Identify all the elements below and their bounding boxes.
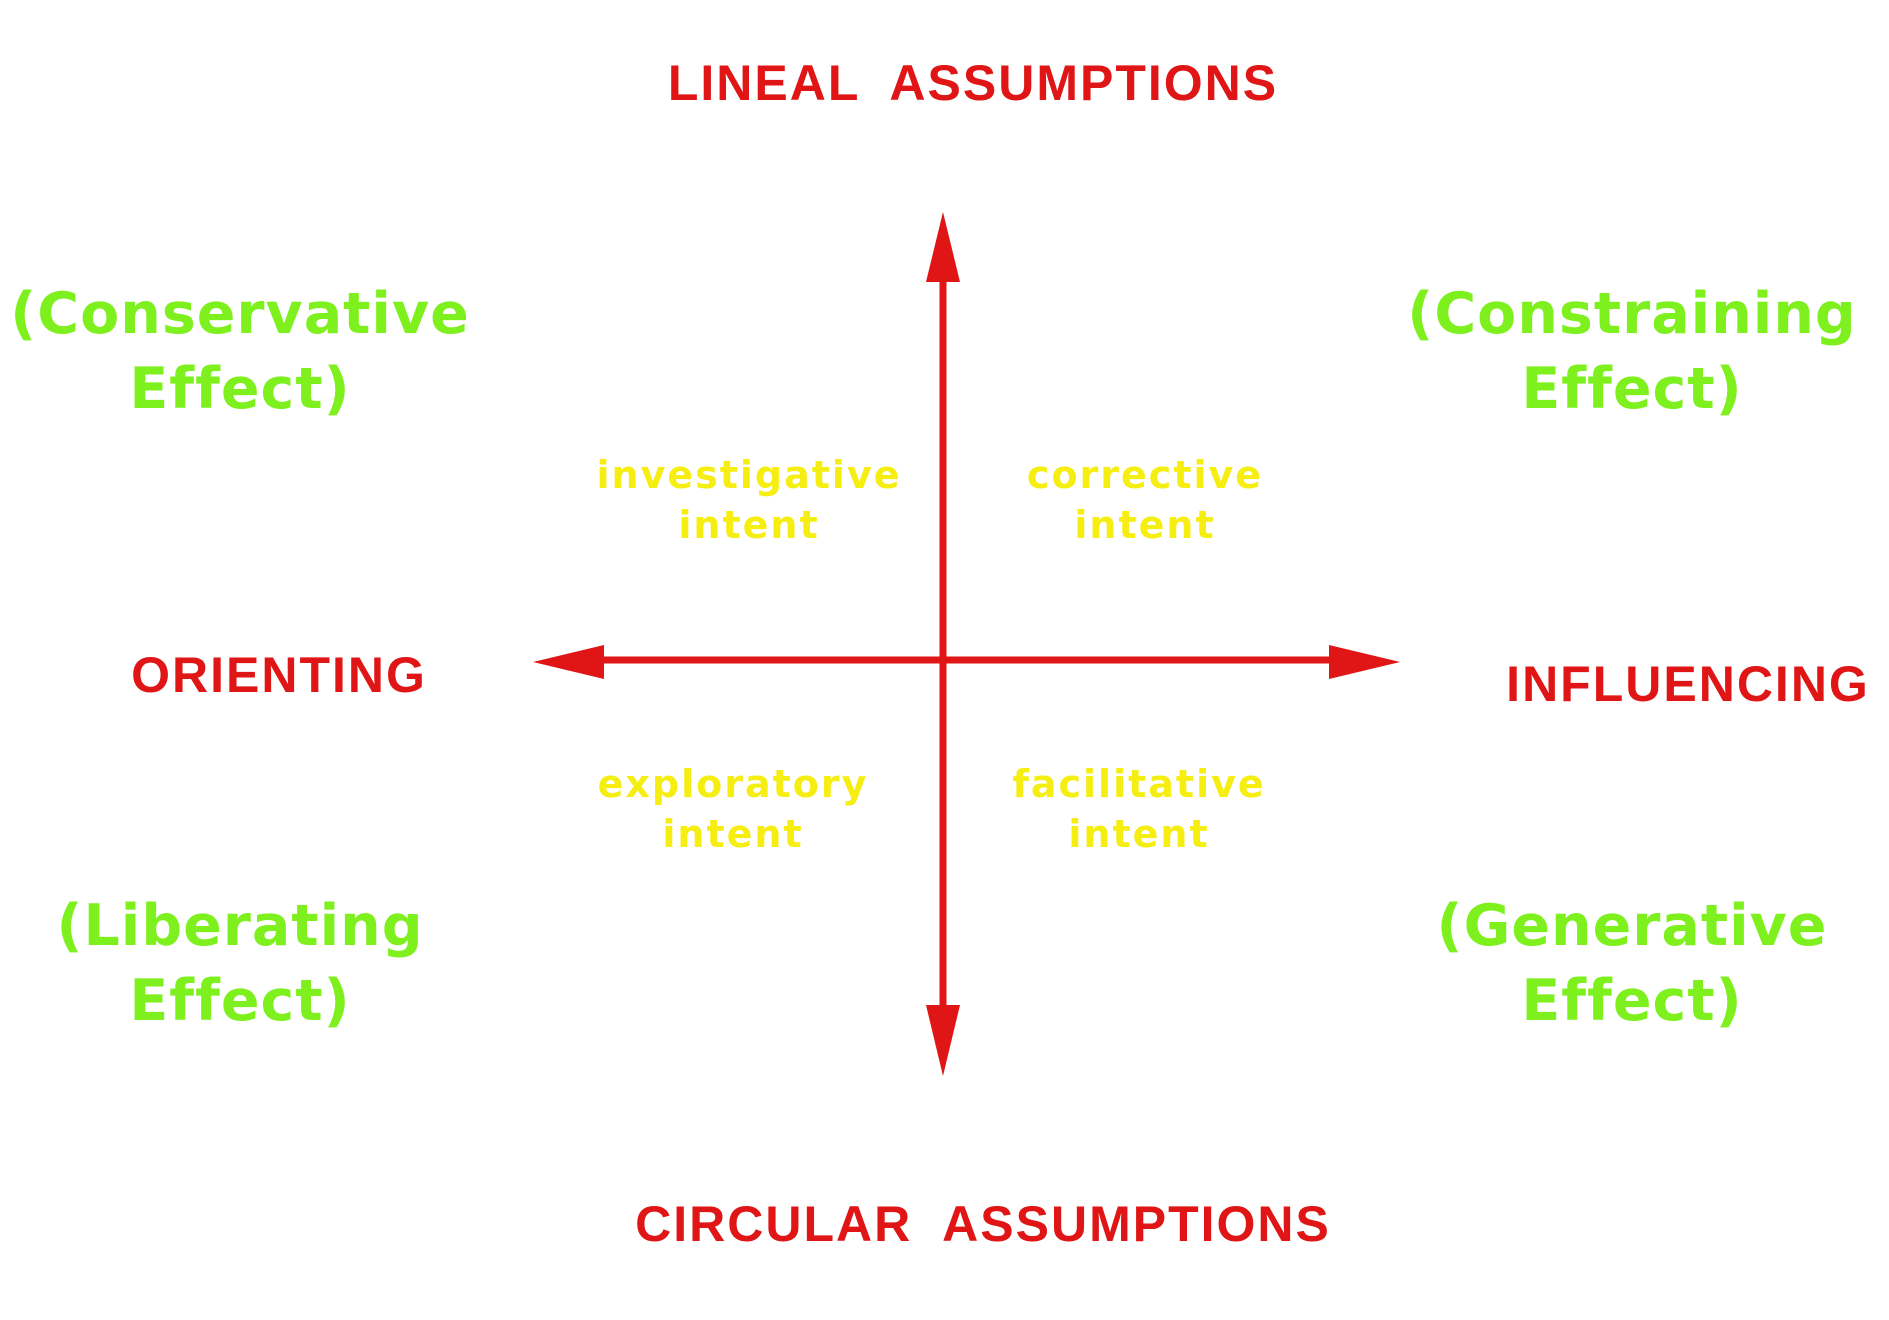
effect-bottom-left-line-2: Effect)	[129, 968, 350, 1034]
effect-top-right: (Constraining Effect)	[1407, 281, 1856, 422]
arrowhead-down-icon	[926, 1005, 960, 1076]
effect-top-left-line-1: (Conservative	[10, 281, 470, 347]
effect-top-right-line-2: Effect)	[1521, 356, 1742, 422]
intent-top-right: corrective intent	[1027, 453, 1263, 547]
axes	[533, 212, 1400, 1076]
effect-top-left: (Conservative Effect)	[10, 281, 470, 422]
bottom-axis-label: CIRCULAR ASSUMPTIONS	[635, 1196, 1331, 1252]
intent-top-right-line-2: intent	[1074, 503, 1215, 547]
effect-top-left-line-2: Effect)	[129, 356, 350, 422]
effect-bottom-right-line-1: (Generative	[1437, 893, 1828, 959]
intent-top-left-line-1: investigative	[596, 453, 901, 497]
intent-bottom-left-line-2: intent	[662, 812, 803, 856]
intent-bottom-left: exploratory intent	[598, 762, 869, 856]
intent-bottom-right-line-1: facilitative	[1012, 762, 1265, 806]
intent-top-right-line-1: corrective	[1027, 453, 1263, 497]
intent-bottom-right: facilitative intent	[1012, 762, 1265, 856]
left-axis-label: ORIENTING	[131, 647, 427, 703]
arrowhead-up-icon	[926, 212, 960, 282]
effect-bottom-left-line-1: (Liberating	[56, 893, 423, 959]
effect-bottom-left: (Liberating Effect)	[56, 893, 423, 1034]
intent-top-left-line-2: intent	[678, 503, 819, 547]
top-axis-label: LINEAL ASSUMPTIONS	[668, 55, 1278, 111]
effect-bottom-right-line-2: Effect)	[1521, 968, 1742, 1034]
arrowhead-left-icon	[533, 645, 604, 679]
intent-bottom-right-line-2: intent	[1068, 812, 1209, 856]
intent-bottom-left-line-1: exploratory	[598, 762, 869, 806]
effect-top-right-line-1: (Constraining	[1407, 281, 1856, 347]
right-axis-label: INFLUENCING	[1506, 656, 1870, 712]
intent-top-left: investigative intent	[596, 453, 901, 547]
arrowhead-right-icon	[1329, 645, 1400, 679]
effect-bottom-right: (Generative Effect)	[1437, 893, 1828, 1034]
